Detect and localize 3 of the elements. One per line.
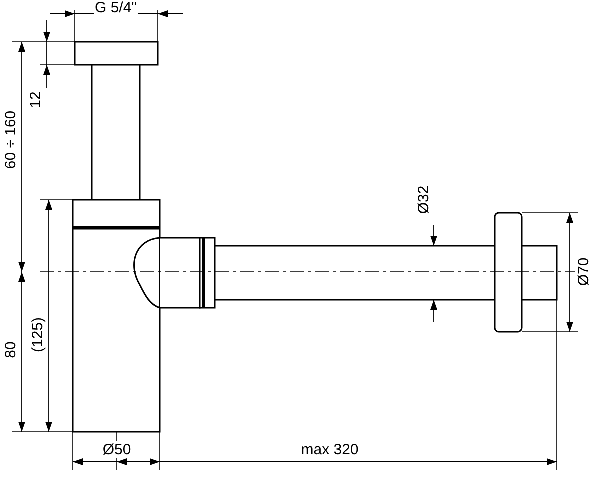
- dimension-label: (125): [30, 316, 46, 354]
- dimension-label: G 5/4": [94, 0, 138, 16]
- dimension-label: Ø50: [102, 442, 132, 458]
